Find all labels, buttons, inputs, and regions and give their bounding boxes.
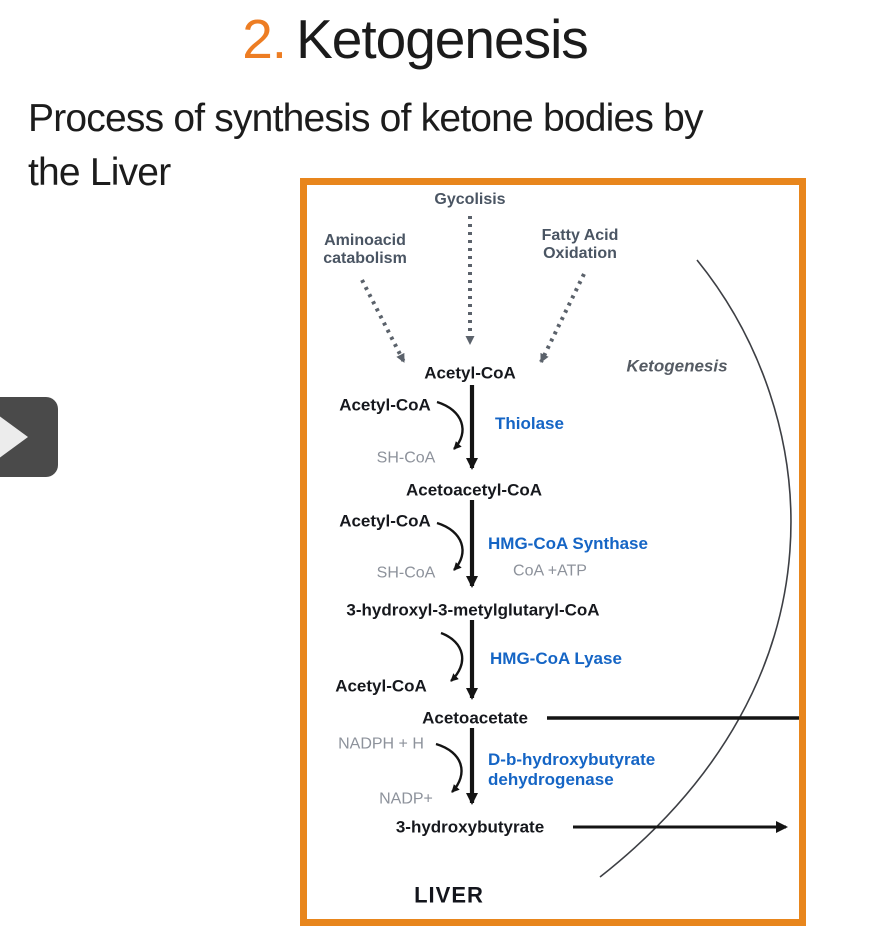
cofactor-hook-1 [436, 400, 464, 450]
title-text: Ketogenesis [296, 8, 589, 70]
next-slide-button[interactable] [0, 397, 58, 477]
node-acetyl-coa: Acetyl-CoA [424, 363, 516, 383]
node-acetoacetate: Acetoacetate [422, 708, 528, 728]
side-coa-atp: CoA +ATP [513, 562, 587, 580]
node-fatty-acid-oxidation: Fatty Acid Oxidation [541, 227, 619, 262]
pathway-label-ketogenesis: Ketogenesis [626, 356, 728, 376]
page-title: 2.Ketogenesis [0, 0, 830, 78]
subtitle-line-2: the Liver [28, 151, 171, 194]
side-acetyl-coa-out: Acetyl-CoA [335, 676, 427, 696]
side-nadp: NADP+ [379, 790, 433, 808]
subtitle: Process of synthesis of ketone bodies by… [28, 92, 704, 200]
enzyme-hmg-synthase: HMG-CoA Synthase [488, 534, 648, 553]
liver-diagram-box: Gycolisis Aminoacid catabolism Fatty Aci… [300, 178, 806, 926]
region-label-liver: LIVER [414, 882, 484, 908]
side-sh-coa-1: SH-CoA [376, 449, 436, 467]
side-acetyl-coa-1: Acetyl-CoA [339, 395, 431, 415]
fatty-acid-arrow [539, 273, 586, 363]
enzyme-thiolase: Thiolase [495, 414, 564, 433]
aminoacid-arrow [360, 279, 406, 363]
play-triangle-icon [0, 415, 28, 459]
cofactor-hook-2 [436, 521, 464, 571]
enzyme-hmg-lyase: HMG-CoA Lyase [490, 649, 622, 668]
side-nadph: NADPH + H [338, 735, 424, 753]
node-glycolysis: Gycolisis [434, 191, 506, 208]
cofactor-hook-3 [440, 631, 464, 682]
side-acetyl-coa-2: Acetyl-CoA [339, 511, 431, 531]
node-acetoacetyl-coa: Acetoacetyl-CoA [405, 480, 543, 500]
cofactor-hook-4 [435, 742, 463, 793]
subtitle-line-1: Process of synthesis of ketone bodies by [28, 97, 704, 140]
node-aminoacid-catabolism: Aminoacid catabolism [323, 232, 407, 267]
title-number: 2. [242, 8, 287, 70]
enzyme-bhb-dehydrogenase: D-b-hydroxybutyrate dehydrogenase [488, 750, 656, 789]
node-hydroxybutyrate: 3-hydroxybutyrate [395, 817, 545, 837]
side-sh-coa-2: SH-CoA [376, 564, 436, 582]
node-hmg-coa: 3-hydroxyl-3-metylglutaryl-CoA [346, 600, 600, 620]
